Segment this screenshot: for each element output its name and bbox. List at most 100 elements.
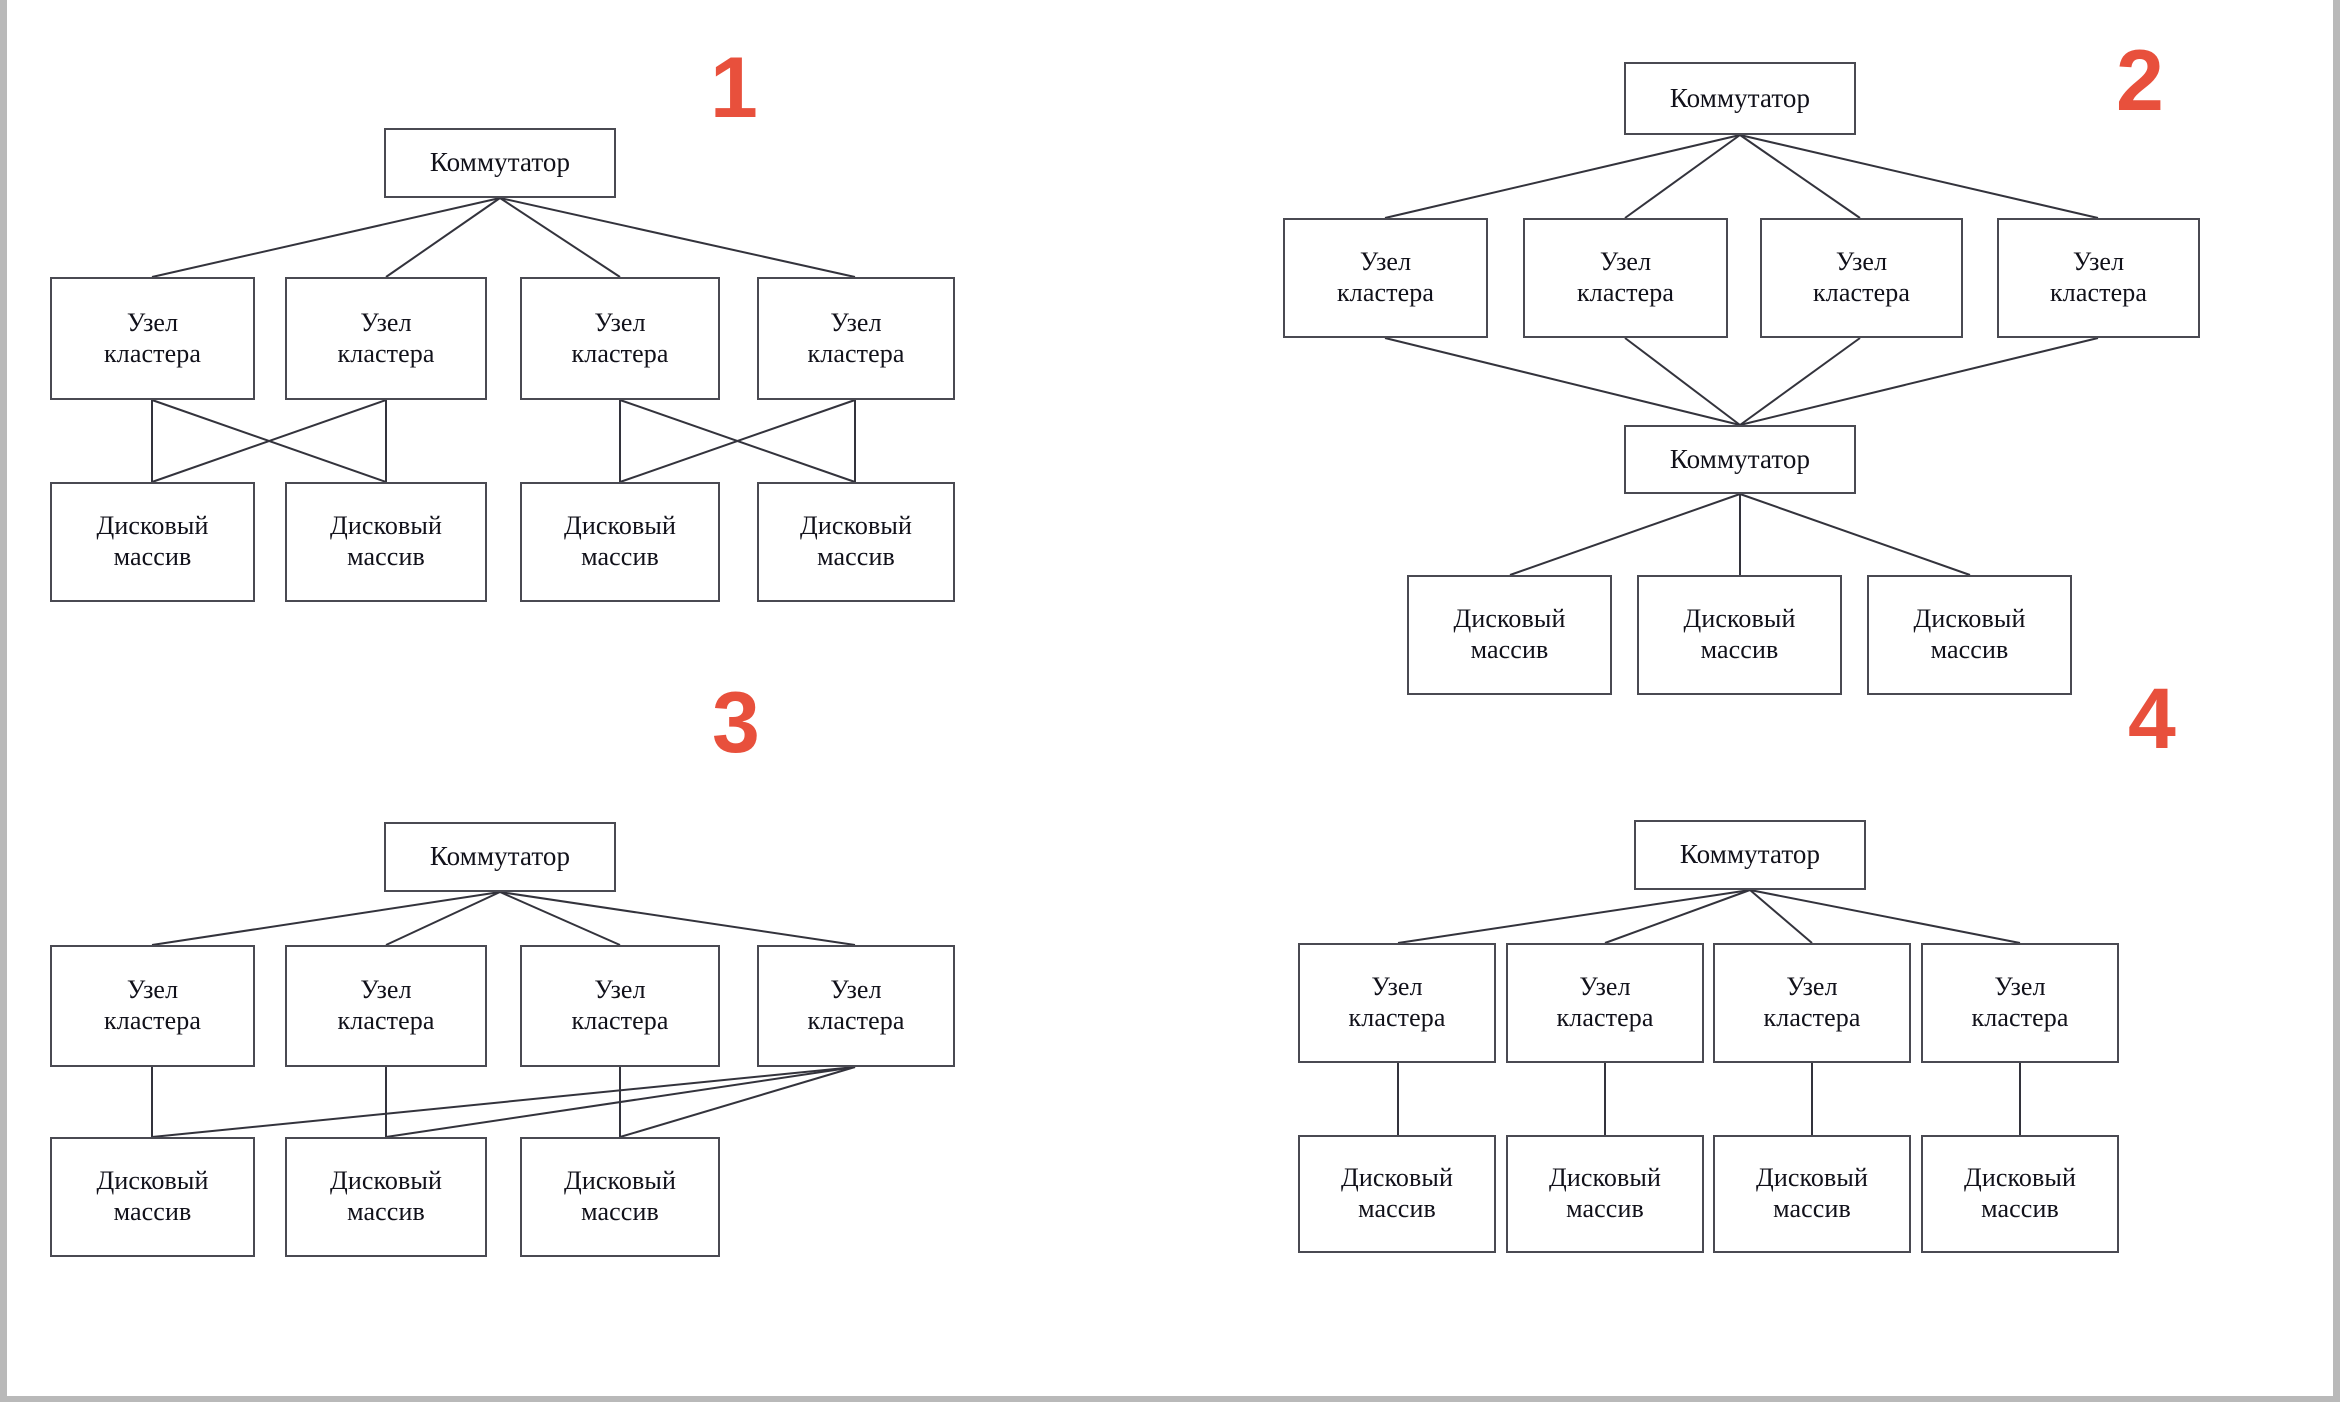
disk-array-label-line2: массив	[581, 1197, 659, 1226]
cluster-node-box-4[interactable]: Узел кластера	[757, 945, 955, 1067]
disk-array-label-line1: Дисковый	[1341, 1163, 1453, 1193]
disk-array-box-3[interactable]: Дисковый массив	[520, 482, 720, 602]
cluster-node-label-line2: кластера	[104, 338, 201, 368]
disk-array-label-line2: массив	[113, 542, 192, 571]
switch-box-top[interactable]: Коммутатор	[1624, 62, 1856, 135]
cluster-node-label-line2: кластера	[807, 338, 905, 368]
cluster-node-box-4[interactable]: Узел кластера	[757, 277, 955, 400]
cluster-node-label-line1: Узел	[1599, 247, 1652, 277]
cluster-node-label-line1: Узел	[594, 975, 646, 1005]
cluster-node-box-2[interactable]: Узел кластера	[285, 945, 487, 1067]
disk-array-box-4[interactable]: Дисковый массив	[757, 482, 955, 602]
disk-array-label-line1: Дисковый	[564, 1166, 676, 1196]
disk-array-box-2[interactable]: Дисковый массив	[1506, 1135, 1704, 1253]
disk-array-box-2[interactable]: Дисковый массив	[285, 1137, 487, 1257]
page-border-bottom	[0, 1396, 2340, 1402]
switch-label-line1: Коммутатор	[429, 841, 571, 872]
disk-array-label-line1: Дисковый	[1756, 1163, 1868, 1193]
cluster-node-label-line1: Узел	[1835, 247, 1888, 277]
disk-array-label-line2: массив	[347, 542, 425, 571]
cluster-node-label-line1: Узел	[360, 307, 412, 337]
switch-box[interactable]: Коммутатор	[384, 822, 616, 892]
disk-array-box-2[interactable]: Дисковый массив	[1637, 575, 1842, 695]
cluster-node-box-2[interactable]: Узел кластера	[1523, 218, 1728, 338]
disk-array-label-line1: Дисковый	[1913, 604, 2026, 634]
cluster-node-box-3[interactable]: Узел кластера	[1760, 218, 1963, 338]
disk-array-label-line2: массив	[1930, 635, 2009, 664]
cluster-node-label-line1: Узел	[1371, 972, 1423, 1002]
cluster-node-label-line1: Узел	[830, 307, 882, 337]
cluster-node-box-3[interactable]: Узел кластера	[1713, 943, 1911, 1063]
cluster-node-label-line2: кластера	[571, 338, 669, 368]
disk-array-box-1[interactable]: Дисковый массив	[50, 1137, 255, 1257]
cluster-node-label-line2: кластера	[571, 1006, 669, 1035]
diagram-3: Коммутатор Узел кластера Узел кластера У…	[0, 680, 1140, 1402]
diagram-1: Коммутатор Узел кластера Узел кластера У…	[0, 0, 1140, 700]
cluster-node-label-line1: Узел	[2072, 247, 2125, 277]
disk-array-label-line2: массив	[1358, 1194, 1436, 1223]
page-border-left	[0, 0, 7, 1402]
disk-array-label-line1: Дисковый	[1964, 1163, 2076, 1193]
cluster-node-label-line2: кластера	[1577, 278, 1674, 307]
cluster-node-label-line2: кластера	[1348, 1003, 1446, 1032]
cluster-node-label-line2: кластера	[1971, 1003, 2069, 1032]
disk-array-label-line2: массив	[1773, 1194, 1851, 1223]
disk-array-label-line2: массив	[1566, 1194, 1644, 1223]
disk-array-label-line2: массив	[1700, 635, 1779, 664]
cluster-node-box-1[interactable]: Узел кластера	[1298, 943, 1496, 1063]
disk-array-label-line1: Дисковый	[96, 511, 209, 541]
disk-array-box-1[interactable]: Дисковый массив	[1298, 1135, 1496, 1253]
cluster-node-box-4[interactable]: Узел кластера	[1921, 943, 2119, 1063]
disk-array-box-2[interactable]: Дисковый массив	[285, 482, 487, 602]
cluster-node-label-line1: Узел	[126, 307, 179, 337]
disk-array-box-3[interactable]: Дисковый массив	[520, 1137, 720, 1257]
disk-array-box-3[interactable]: Дисковый массив	[1713, 1135, 1911, 1253]
cluster-node-box-2[interactable]: Узел кластера	[285, 277, 487, 400]
cluster-node-label-line2: кластера	[104, 1006, 201, 1035]
disk-array-label-line1: Дисковый	[564, 511, 676, 541]
switch-box[interactable]: Коммутатор	[1634, 820, 1866, 890]
cluster-node-box-3[interactable]: Узел кластера	[520, 277, 720, 400]
disk-array-box-1[interactable]: Дисковый массив	[50, 482, 255, 602]
cluster-node-label-line1: Узел	[360, 975, 412, 1005]
cluster-node-box-2[interactable]: Узел кластера	[1506, 943, 1704, 1063]
switch-label-line1: Коммутатор	[1669, 443, 1811, 474]
diagram-number-label-3: 3	[712, 675, 760, 771]
disk-array-label-line1: Дисковый	[330, 511, 442, 541]
cluster-node-label-line1: Узел	[830, 975, 882, 1005]
disk-array-label-line1: Дисковый	[330, 1166, 442, 1196]
diagram-number-label-4: 4	[2128, 671, 2176, 767]
disk-array-label-line2: массив	[581, 542, 659, 571]
disk-array-box-1[interactable]: Дисковый массив	[1407, 575, 1612, 695]
cluster-node-label-line2: кластера	[807, 1006, 905, 1035]
cluster-node-label-line2: кластера	[337, 338, 435, 368]
cluster-node-label-line1: Узел	[1579, 972, 1631, 1002]
disk-array-box-3[interactable]: Дисковый массив	[1867, 575, 2072, 695]
disk-array-label-line2: массив	[817, 542, 895, 571]
cluster-node-box-1[interactable]: Узел кластера	[1283, 218, 1488, 338]
disk-array-label-line1: Дисковый	[800, 511, 912, 541]
cluster-node-label-line2: кластера	[1556, 1003, 1654, 1032]
diagram-number-label-1: 1	[710, 40, 758, 136]
cluster-node-label-line2: кластера	[1813, 278, 1910, 307]
cluster-node-label-line1: Узел	[126, 975, 179, 1005]
switch-box-bottom[interactable]: Коммутатор	[1624, 425, 1856, 494]
disk-array-box-4[interactable]: Дисковый массив	[1921, 1135, 2119, 1253]
disk-array-label-line1: Дисковый	[1453, 604, 1566, 634]
cluster-node-box-1[interactable]: Узел кластера	[50, 277, 255, 400]
switch-label-line1: Коммутатор	[1669, 82, 1811, 113]
diagram-2: Коммутатор Узел кластера Узел кластера У…	[1250, 0, 2340, 700]
cluster-node-label-line1: Узел	[1994, 972, 2046, 1002]
cluster-node-label-line2: кластера	[1763, 1003, 1861, 1032]
cluster-node-label-line1: Узел	[1359, 247, 1412, 277]
disk-array-label-line1: Дисковый	[1549, 1163, 1661, 1193]
cluster-node-label-line2: кластера	[1337, 278, 1434, 307]
disk-array-label-line1: Дисковый	[1683, 604, 1796, 634]
switch-box[interactable]: Коммутатор	[384, 128, 616, 198]
disk-array-label-line2: массив	[1981, 1194, 2059, 1223]
cluster-node-box-4[interactable]: Узел кластера	[1997, 218, 2200, 338]
cluster-node-label-line1: Узел	[594, 307, 646, 337]
cluster-node-box-3[interactable]: Узел кластера	[520, 945, 720, 1067]
cluster-node-box-1[interactable]: Узел кластера	[50, 945, 255, 1067]
